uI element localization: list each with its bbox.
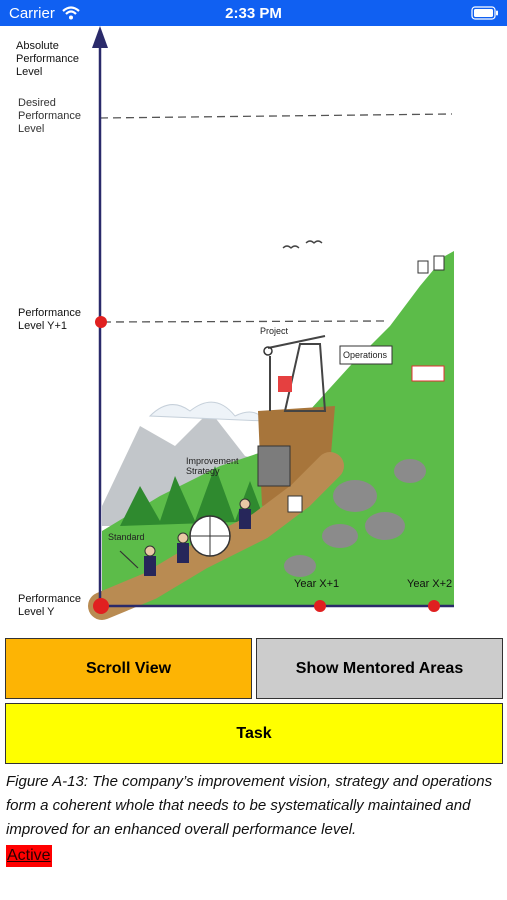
improvement-strategy-label: Improvement Strategy — [186, 456, 239, 476]
project-label: Project — [260, 326, 289, 336]
active-link[interactable]: Active — [6, 845, 52, 867]
operations-label: Operations — [343, 350, 388, 360]
status-bar: Carrier 2:33 PM — [0, 0, 507, 26]
wifi-icon — [62, 6, 80, 25]
y-axis-title: Absolute Performance Level — [16, 40, 79, 78]
task-button[interactable]: Task — [5, 703, 503, 764]
carrier-label: Carrier — [9, 5, 55, 22]
x-tick-year-2: Year X+2 — [407, 578, 453, 590]
base-level-label: Performance Level Y — [18, 593, 81, 618]
standard-label: Standard — [108, 532, 145, 542]
scroll-view-button[interactable]: Scroll View — [5, 638, 252, 699]
next-level-label: Performance Level Y+1 — [18, 307, 81, 332]
status-time: 2:33 PM — [225, 5, 282, 22]
show-mentored-areas-button[interactable]: Show Mentored Areas — [256, 638, 503, 699]
performance-figure: Absolute Performance Level Desired Perfo… — [0, 26, 507, 632]
x-tick-year-1: Year X+1 — [294, 578, 340, 590]
battery-icon — [471, 6, 499, 25]
desired-level-label: Desired Performance Level — [18, 97, 81, 135]
figure-caption: Figure A-13: The company’s improvement v… — [6, 773, 493, 838]
figure-illustration — [88, 26, 454, 620]
